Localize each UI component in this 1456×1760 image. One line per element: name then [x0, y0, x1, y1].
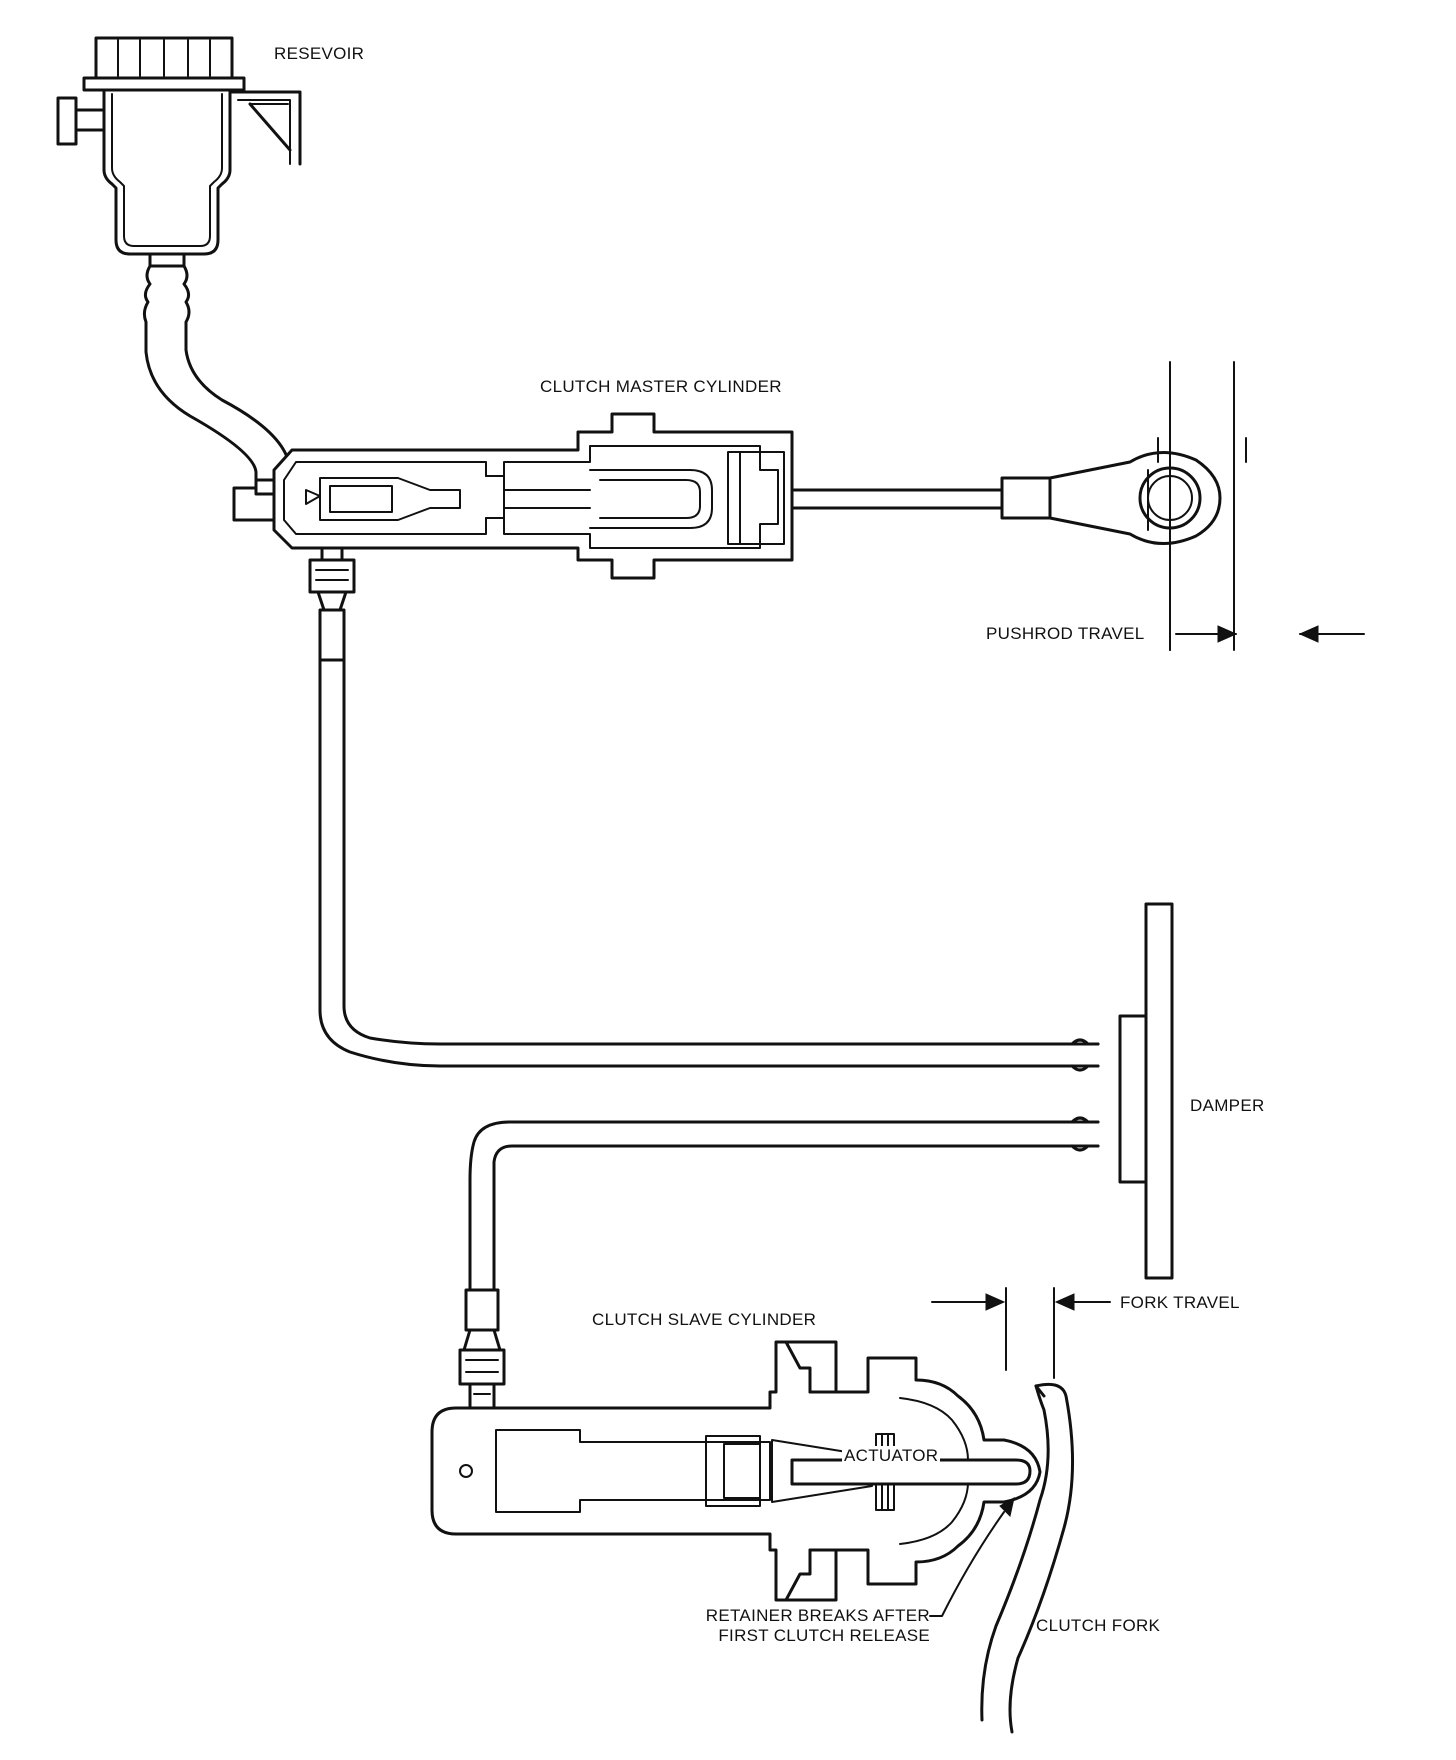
- retainer-label-line1: RETAINER BREAKS AFTER: [705, 1606, 930, 1625]
- reservoir: [56, 36, 302, 268]
- fork-travel-label: FORK TRAVEL: [1120, 1293, 1240, 1312]
- pressure-line: [308, 558, 1100, 1072]
- pushrod: [790, 450, 1222, 546]
- fork-travel-dimension: [931, 1287, 1111, 1379]
- pushrod-travel-dimension: [1147, 361, 1365, 651]
- master-cylinder: [232, 412, 794, 580]
- retainer-leader: [929, 1497, 1015, 1617]
- reservoir-hose: [142, 264, 292, 484]
- pushrod-travel-label: PUSHROD TRAVEL: [986, 624, 1145, 643]
- slave-cylinder: [430, 1340, 1042, 1602]
- reservoir-label: RESEVOIR: [274, 44, 365, 63]
- clutch-fork-label: CLUTCH FORK: [1036, 1616, 1161, 1635]
- clutch-fork: [980, 1382, 1074, 1734]
- slave-cylinder-label: CLUTCH SLAVE CYLINDER: [592, 1310, 817, 1329]
- damper-label: DAMPER: [1190, 1096, 1265, 1115]
- master-cylinder-label: CLUTCH MASTER CYLINDER: [540, 377, 782, 396]
- slave-line: [458, 1116, 1100, 1410]
- retainer-label-line2: FIRST CLUTCH RELEASE: [718, 1626, 930, 1645]
- actuator-label: ACTUATOR: [842, 1446, 941, 1466]
- damper: [1118, 902, 1174, 1280]
